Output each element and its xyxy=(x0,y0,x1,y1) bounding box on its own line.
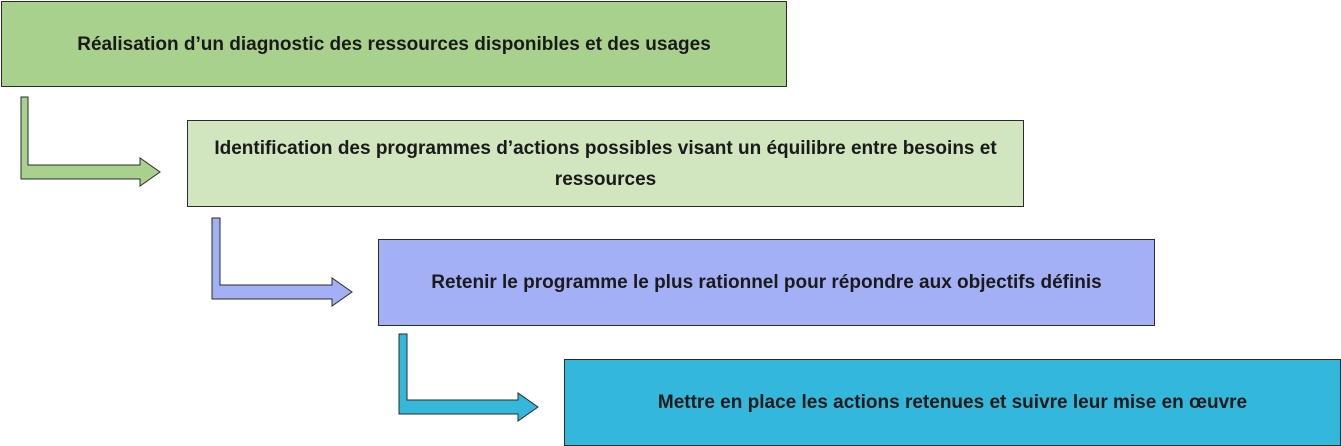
bent-arrow-1-icon xyxy=(20,96,161,187)
step-4-label: Mettre en place les actions retenues et … xyxy=(657,392,1248,413)
step-4-box: Mettre en place les actions retenues et … xyxy=(564,359,1341,446)
step-2-box: Identification des programmes d’actions … xyxy=(187,120,1024,207)
bent-arrow-2-icon xyxy=(211,217,353,307)
step-3-label: Retenir le programme le plus rationnel p… xyxy=(431,272,1102,293)
step-3-box: Retenir le programme le plus rationnel p… xyxy=(378,239,1155,326)
step-2-label: Identification des programmes d’actions … xyxy=(214,137,997,190)
step-1-box: Réalisation d’un diagnostic des ressourc… xyxy=(1,1,787,87)
step-1-label: Réalisation d’un diagnostic des ressourc… xyxy=(77,33,711,55)
bent-arrow-3-icon xyxy=(398,333,539,422)
